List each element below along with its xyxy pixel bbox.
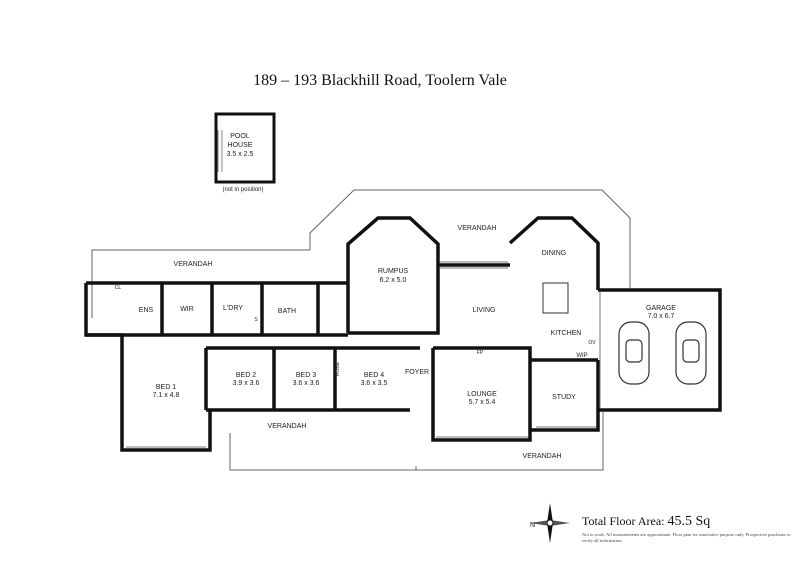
verandah-bottom-left-label: VERANDAH — [268, 423, 307, 430]
fp-label: FP — [477, 350, 484, 356]
total-floor-area: Total Floor Area: 45.5 Sq — [582, 514, 710, 530]
windows — [126, 261, 601, 448]
bed2-dims: 3.9 x 3.6 — [233, 380, 260, 387]
garage-label: GARAGE — [646, 305, 676, 312]
garage-dims: 7.0 x 6.7 — [648, 313, 675, 320]
bed2-label: BED 2 — [236, 372, 256, 379]
compass-north-letter: N — [530, 522, 535, 529]
disclaimer: Not to scale. All measurements are appro… — [582, 532, 791, 543]
bath-label: BATH — [278, 308, 296, 315]
s-label: S — [254, 317, 258, 323]
compass-icon: N — [530, 503, 570, 543]
kitchen-island — [542, 282, 569, 314]
rumpus-label: RUMPUS — [378, 268, 409, 275]
rumpus-dims: 6.2 x 5.0 — [380, 277, 407, 284]
bed1-label: BED 1 — [156, 384, 176, 391]
pool-house-note: (not in position) — [222, 187, 263, 193]
robe-label: ROBE — [335, 361, 341, 376]
verandah-bottom-right-label: VERANDAH — [523, 453, 562, 460]
house-walls — [84, 216, 722, 452]
bed4-dims: 3.6 x 3.5 — [361, 380, 388, 387]
garage-cars — [618, 321, 707, 385]
verandah-left-label: VERANDAH — [174, 261, 213, 268]
ldry-label: L'DRY — [223, 305, 243, 312]
bed1-dims: 7.1 x 4.8 — [153, 392, 180, 399]
verandah-outline — [91, 189, 631, 471]
study-label: STUDY — [552, 394, 576, 401]
bed4-label: BED 4 — [364, 372, 384, 379]
kitchen-label: KITCHEN — [551, 330, 582, 337]
dining-label: DINING — [542, 250, 567, 257]
lounge-label: LOUNGE — [467, 391, 497, 398]
living-label: LIVING — [473, 307, 496, 314]
pool-house-label-line2: HOUSE — [228, 142, 253, 149]
pool-house-dims: 3.5 x 2.5 — [227, 151, 254, 158]
wip-label: WIP — [576, 353, 587, 359]
wir-label: WIR — [180, 306, 194, 313]
plan-title: 189 – 193 Blackhill Road, Toolern Vale — [253, 72, 507, 89]
total-floor-area-label: Total Floor Area: — [582, 514, 665, 528]
total-floor-area-value: 45.5 Sq — [667, 514, 711, 529]
foyer-label: FOYER — [405, 369, 429, 376]
lounge-dims: 5.7 x 5.4 — [469, 399, 496, 406]
bed3-label: BED 3 — [296, 372, 316, 379]
cl-label: CL — [115, 285, 122, 291]
ov-label: OV — [588, 340, 596, 346]
ens-label: ENS — [139, 307, 154, 314]
verandah-top-label: VERANDAH — [458, 225, 497, 232]
bed3-dims: 3.6 x 3.6 — [293, 380, 320, 387]
pool-house: POOL HOUSE 3.5 x 2.5 (not in position) — [214, 112, 276, 193]
pool-house-label-line1: POOL — [230, 133, 250, 140]
